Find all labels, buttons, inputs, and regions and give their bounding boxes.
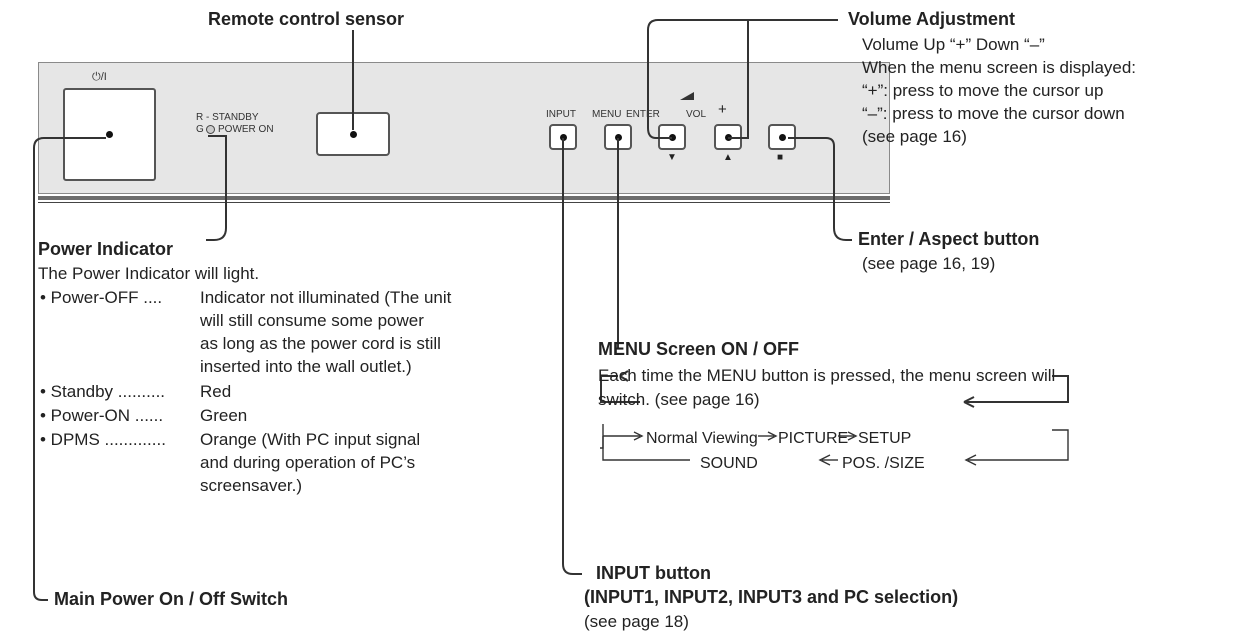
led-poweron-label: POWER ON bbox=[218, 124, 274, 135]
standby-label: • Standby .......... bbox=[40, 382, 166, 401]
vol-label: VOL bbox=[686, 109, 707, 120]
volume-line-5: (see page 16) bbox=[862, 127, 967, 146]
dpms-line-3: screensaver.) bbox=[200, 476, 303, 495]
flow-normal-viewing: Normal Viewing bbox=[646, 430, 758, 447]
power-on-value: Green bbox=[200, 406, 248, 425]
remote-sensor-title: Remote control sensor bbox=[208, 9, 405, 29]
panel-edge bbox=[38, 196, 890, 200]
sensor-dot bbox=[350, 131, 357, 138]
menu-button-dot bbox=[615, 134, 622, 141]
main-power-title: Main Power On / Off Switch bbox=[54, 589, 289, 609]
menu-screen-title: MENU Screen ON / OFF bbox=[598, 339, 800, 359]
dpms-label: • DPMS ............. bbox=[40, 430, 166, 449]
flow-pos-size: POS. /SIZE bbox=[842, 455, 925, 472]
menu-flow-diagram: Normal Viewing PICTURE SETUP SOUND POS. … bbox=[0, 40, 1237, 472]
input-button-page: (see page 18) bbox=[584, 612, 689, 631]
led-g-label: G bbox=[196, 124, 204, 135]
flow-picture: PICTURE bbox=[778, 430, 849, 447]
power-indicator-title: Power Indicator bbox=[38, 239, 174, 259]
input-label: INPUT bbox=[546, 109, 576, 120]
input-button-dot bbox=[560, 134, 567, 141]
power-indicator-intro: The Power Indicator will light. bbox=[38, 264, 260, 283]
input-button-sub: (INPUT1, INPUT2, INPUT3 and PC selection… bbox=[584, 587, 959, 607]
dpms-line-2: and during operation of PC’s bbox=[200, 453, 416, 472]
menu-label: MENU bbox=[592, 109, 622, 120]
volume-line-4: “–”: press to move the cursor down bbox=[862, 104, 1125, 123]
menu-screen-line-1: Each time the MENU button is pressed, th… bbox=[598, 366, 1056, 385]
volume-line-2: When the menu screen is displayed: bbox=[862, 58, 1137, 77]
power-symbol-label: ⏻/I bbox=[92, 71, 107, 83]
volume-line-3: “+”: press to move the cursor up bbox=[862, 81, 1104, 100]
vol-down-dot bbox=[669, 134, 676, 141]
square-icon: ■ bbox=[777, 152, 784, 163]
volume-line-1: Volume Up “+” Down “–” bbox=[862, 35, 1045, 54]
enter-button-dot bbox=[779, 134, 786, 141]
led-standby-label: R - STANDBY bbox=[196, 112, 259, 123]
dpms-line-1: Orange (With PC input signal bbox=[200, 430, 421, 449]
enter-aspect-sub: (see page 16, 19) bbox=[862, 254, 996, 273]
standby-value: Red bbox=[200, 382, 232, 401]
menu-screen-line-2: switch. (see page 16) bbox=[598, 390, 760, 409]
enter-label: ENTER bbox=[626, 109, 660, 120]
power-off-line-2: will still consume some power bbox=[200, 311, 424, 330]
power-off-line-1: Indicator not illuminated (The unit bbox=[200, 288, 452, 307]
volume-title: Volume Adjustment bbox=[848, 9, 1016, 29]
enter-aspect-title: Enter / Aspect button bbox=[858, 229, 1040, 249]
power-off-line-4: inserted into the wall outlet.) bbox=[200, 357, 412, 376]
flow-setup: SETUP bbox=[858, 430, 912, 447]
power-on-label: • Power-ON ...... bbox=[40, 406, 164, 425]
vol-plus-label: + bbox=[718, 101, 727, 118]
up-triangle-icon: ▲ bbox=[723, 152, 733, 163]
power-off-label: • Power-OFF .... bbox=[40, 288, 163, 307]
down-triangle-icon: ▼ bbox=[667, 152, 677, 163]
switch-dot bbox=[106, 131, 113, 138]
power-off-line-3: as long as the power cord is still bbox=[200, 334, 441, 353]
flow-sound: SOUND bbox=[700, 455, 758, 472]
input-button-title: INPUT button bbox=[596, 563, 711, 583]
panel-base-line bbox=[38, 202, 890, 203]
power-indicator-led bbox=[206, 125, 215, 134]
